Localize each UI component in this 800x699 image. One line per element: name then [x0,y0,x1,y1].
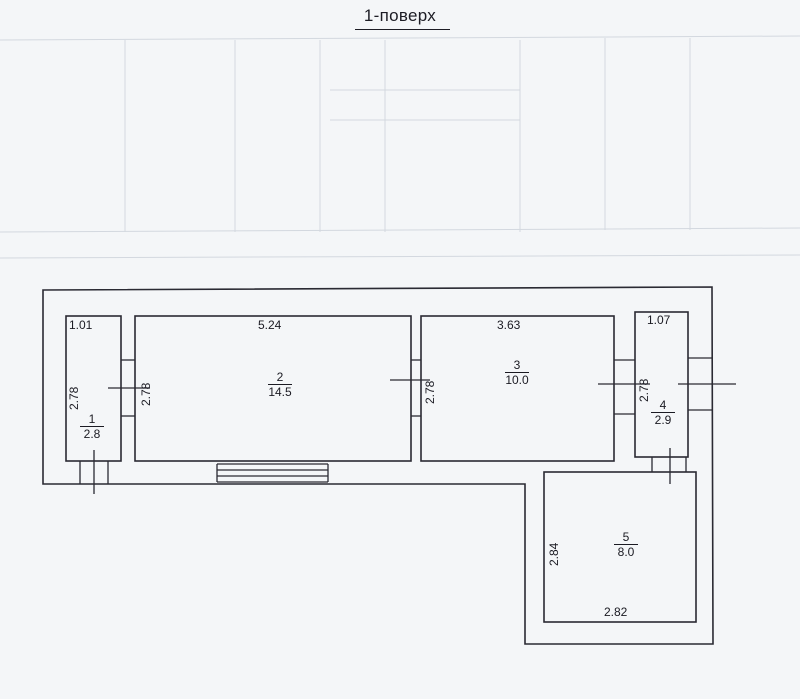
room-2-fraction-bar [268,384,292,385]
room-3-number: 3 [513,358,521,372]
room-1-area: 2.8 [83,427,101,441]
title-underline [355,29,450,30]
room-2-area: 14.5 [268,385,292,399]
room-5-number: 5 [622,530,630,544]
room-4-label: 4 2.9 [643,398,683,427]
room-3-length: 2.78 [423,380,437,404]
room-5-area: 8.0 [617,545,635,559]
room-4-area: 2.9 [654,413,672,427]
room-2-width: 5.24 [258,318,282,332]
room-4-number: 4 [659,398,667,412]
room-1-label: 1 2.8 [72,412,112,441]
room-5-label: 5 8.0 [606,530,646,559]
floor-title: 1-поверх [363,6,437,25]
room-5-outline [543,471,697,623]
window-room-2 [216,463,329,483]
outer-wall [42,286,714,645]
room-5-fraction-bar [614,544,638,545]
room-3-width: 3.63 [497,318,521,332]
room-2-length: 2.78 [139,382,153,406]
doors [79,357,736,494]
room-5-width: 2.82 [604,605,628,619]
room-2-number: 2 [276,370,284,384]
room-1-fraction-bar [80,426,104,427]
room-4-fraction-bar [651,412,675,413]
room-1-number: 1 [88,412,96,426]
room-5-length: 2.84 [547,542,561,566]
room-3-fraction-bar [505,372,529,373]
room-3-area: 10.0 [505,373,529,387]
room-3-label: 3 10.0 [497,358,537,387]
room-2-label: 2 14.5 [260,370,300,399]
room-4-width: 1.07 [647,313,671,327]
room-1-width: 1.01 [69,318,93,332]
room-3-outline [420,315,615,462]
room-1-length: 2.78 [67,386,81,410]
